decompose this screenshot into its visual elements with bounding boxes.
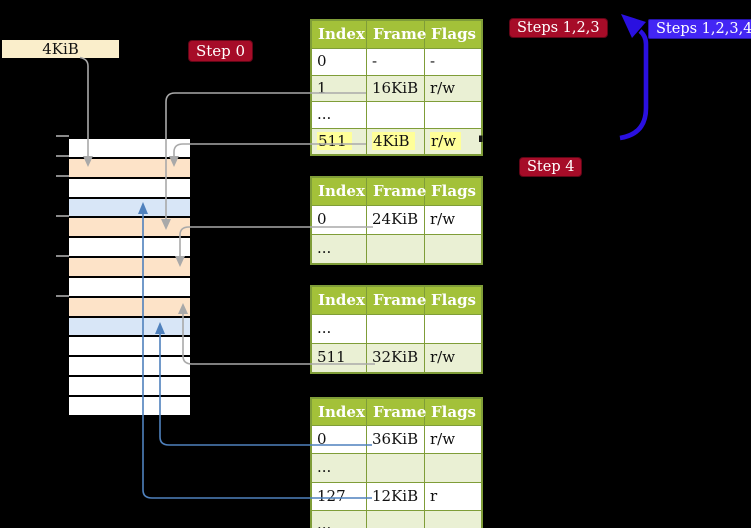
column-header-flags: Flags [431, 182, 476, 200]
highlighted-value: 4KiB [372, 131, 415, 150]
column-header-flags: Flags [431, 291, 476, 309]
table-cell: 36KiB [367, 426, 425, 454]
badge-step-0: Step 0 [188, 40, 254, 62]
table-cell: r/w [425, 129, 481, 155]
memory-tick-2 [56, 175, 69, 177]
table-row: ... [312, 454, 481, 483]
column-header-index: Index [312, 399, 367, 425]
table-cell: r/w [430, 210, 456, 228]
column-header-index: Index [312, 178, 367, 205]
memory-frame-row-12 [69, 377, 190, 397]
table-cell: r [430, 486, 438, 505]
table-cell: ... [312, 102, 367, 128]
memory-frame-row-6 [69, 258, 190, 278]
column-header-index: Index [312, 21, 367, 48]
table-cell [367, 102, 425, 128]
table-cell: 32KiB [367, 344, 425, 372]
table-cell [367, 315, 425, 343]
table-cell: 0 [312, 49, 367, 75]
memory-tick-0 [56, 135, 69, 137]
table-cell [425, 454, 481, 481]
memory-frame-row-9 [69, 317, 190, 338]
table-cell: 24KiB [367, 206, 425, 234]
table-cell: 16KiB [367, 75, 425, 101]
column-header-frame: Frame [367, 21, 426, 48]
table-row: ... [312, 510, 481, 528]
badge-step-4: Step 4 [519, 157, 583, 177]
memory-frame-row-7 [69, 277, 190, 298]
memory-frame-row-8 [69, 297, 190, 318]
loop-arrow-steps-1-2-3-4 [619, 29, 649, 141]
table-cell: ... [312, 510, 367, 528]
table-cell [425, 235, 481, 263]
column-header-frame: Frame [367, 399, 426, 425]
column-header-flags: Flags [431, 403, 476, 421]
memory-frame-row-13 [69, 396, 190, 417]
table-cell: 511 [312, 344, 367, 372]
table-cell: 0 [312, 206, 367, 234]
memory-frame-row-2 [69, 178, 190, 199]
table-cell [367, 454, 425, 482]
table-cell: ... [312, 315, 367, 343]
memory-frame-row-3 [69, 198, 190, 219]
table-cell: 12KiB [367, 482, 425, 510]
memory-frame-row-11 [69, 357, 190, 378]
column-header-frame: Frame [367, 178, 426, 205]
column-header-flags: Flags [431, 25, 476, 43]
memory-tick-5 [56, 295, 69, 297]
table-cell: r/w [430, 430, 456, 448]
table-cell: ... [312, 454, 367, 482]
memory-frame-row-0 [69, 139, 190, 159]
table-row: 0-- [312, 49, 481, 76]
column-header-index: Index [312, 287, 367, 314]
table-cell [425, 102, 481, 128]
memory-frame-row-5 [69, 238, 190, 259]
table-cell [425, 511, 481, 528]
page-size-label: 4KiB [2, 40, 119, 58]
badge-steps-1-2-3-4: Steps 1,2,3,4 [648, 19, 751, 39]
memory-tick-3 [56, 215, 69, 217]
table-cell [367, 510, 425, 528]
table-cell: 0 [312, 426, 367, 454]
table-cell [425, 315, 481, 343]
table-row: 511 4KiB r/w [312, 128, 481, 155]
arrowhead-up-left-icon [621, 14, 646, 38]
memory-frame-row-1 [69, 158, 190, 179]
table-cell: - [430, 52, 436, 70]
memory-frame-row-10 [69, 337, 190, 358]
table-row: ... [312, 102, 481, 129]
memory-tick-1 [56, 155, 69, 157]
memory-frame-row-4 [69, 218, 190, 239]
table-row: ... [312, 235, 481, 263]
table-cell: 1 [312, 75, 367, 101]
table-cell: ... [312, 235, 367, 263]
physical-memory-strip [69, 137, 190, 417]
table-cell: r/w [430, 78, 456, 97]
memory-tick-4 [56, 255, 69, 257]
table-cell: 4KiB [367, 128, 425, 154]
table-cell: - [367, 49, 425, 75]
table-cell: 127 [312, 482, 367, 510]
highlighted-value: 511 [317, 131, 352, 150]
column-header-frame: Frame [367, 287, 426, 314]
table-cell [367, 235, 425, 263]
badge-steps-1-2-3: Steps 1,2,3 [509, 18, 608, 38]
table-row: ... [312, 315, 481, 344]
highlighted-value: r/w [430, 131, 462, 150]
table-cell: 511 [312, 128, 367, 154]
table-cell: r/w [430, 348, 456, 366]
